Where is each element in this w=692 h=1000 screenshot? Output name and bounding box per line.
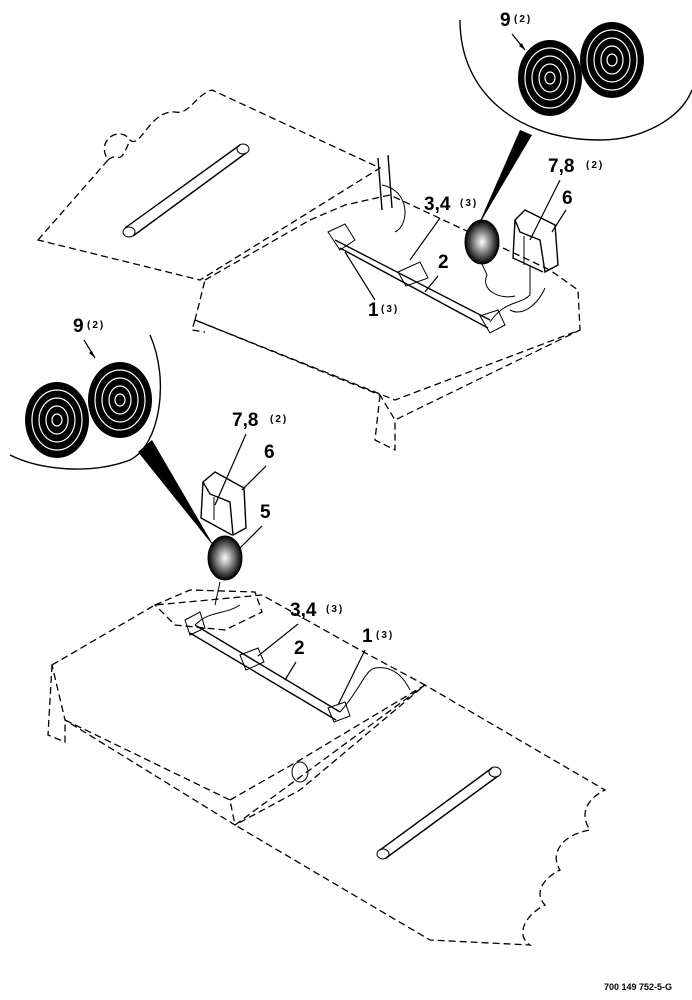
top-cover-face (194, 194, 581, 401)
svg-text:(2): (2) (514, 14, 532, 25)
svg-text:(3): (3) (326, 604, 344, 615)
callout-bottom-9: 9 (2) (73, 316, 105, 359)
top-lamp (464, 219, 500, 265)
bottom-light-bar (189, 624, 341, 721)
svg-text:5: 5 (260, 502, 271, 523)
callout-top-1: 1 (3) (344, 251, 399, 321)
svg-text:7,8: 7,8 (232, 410, 258, 431)
callout-top-6: 6 (551, 188, 573, 233)
top-assembly (36, 89, 581, 452)
callout-bottom-5: 5 (239, 502, 271, 549)
svg-text:9: 9 (500, 10, 511, 31)
bottom-lens-a (25, 382, 89, 458)
top-lens-a (518, 40, 582, 116)
bottom-callouts: 9 (2) 7,8 (2) 6 5 3,4 (3) 2 1 ( (73, 316, 394, 706)
svg-text:(2): (2) (586, 160, 604, 171)
svg-text:(2): (2) (270, 414, 288, 425)
svg-text:9: 9 (73, 316, 84, 337)
drawing-code: 700 149 752-5-G (604, 982, 672, 992)
callout-bottom-6: 6 (241, 442, 275, 491)
bottom-lamp (207, 535, 243, 581)
bottom-hinge-tube (379, 767, 499, 859)
svg-text:(2): (2) (87, 320, 105, 331)
top-light-bar (334, 239, 491, 329)
bottom-assembly (47, 471, 607, 946)
svg-text:1: 1 (362, 626, 373, 647)
bottom-front-panel (233, 684, 607, 946)
svg-text:2: 2 (294, 638, 305, 659)
callout-bottom-3-4: 3,4 (3) (257, 600, 344, 657)
callout-top-2: 2 (424, 252, 449, 293)
top-lens-detail (459, 19, 692, 228)
callout-top-3-4: 3,4 (3) (409, 194, 478, 261)
svg-text:(3): (3) (381, 304, 399, 315)
svg-text:3,4: 3,4 (290, 600, 317, 621)
svg-text:6: 6 (264, 442, 275, 463)
top-lens-b (580, 22, 644, 98)
bottom-mount-bracket (202, 471, 247, 537)
svg-text:2: 2 (438, 252, 449, 273)
top-mount-bracket (514, 209, 559, 274)
svg-text:(3): (3) (376, 630, 394, 641)
svg-text:(3): (3) (460, 198, 478, 209)
bottom-lens-detail (9, 334, 215, 548)
svg-text:6: 6 (562, 188, 573, 209)
callout-bottom-7-8: 7,8 (2) (214, 410, 288, 506)
svg-text:1: 1 (368, 300, 379, 321)
callout-top-7-8: 7,8 (2) (529, 156, 604, 241)
callout-bottom-1: 1 (3) (337, 626, 394, 706)
callout-top-9: 9 (2) (500, 10, 532, 51)
top-callouts: 9 (2) 7,8 (2) 6 3,4 (3) 2 1 (3) (344, 10, 604, 321)
bottom-lens-b (88, 362, 152, 438)
callout-bottom-2: 2 (284, 638, 305, 681)
svg-text:7,8: 7,8 (548, 156, 574, 177)
top-hinge-tube (124, 144, 247, 237)
top-rear-panel (36, 89, 382, 281)
svg-text:3,4: 3,4 (424, 194, 451, 215)
